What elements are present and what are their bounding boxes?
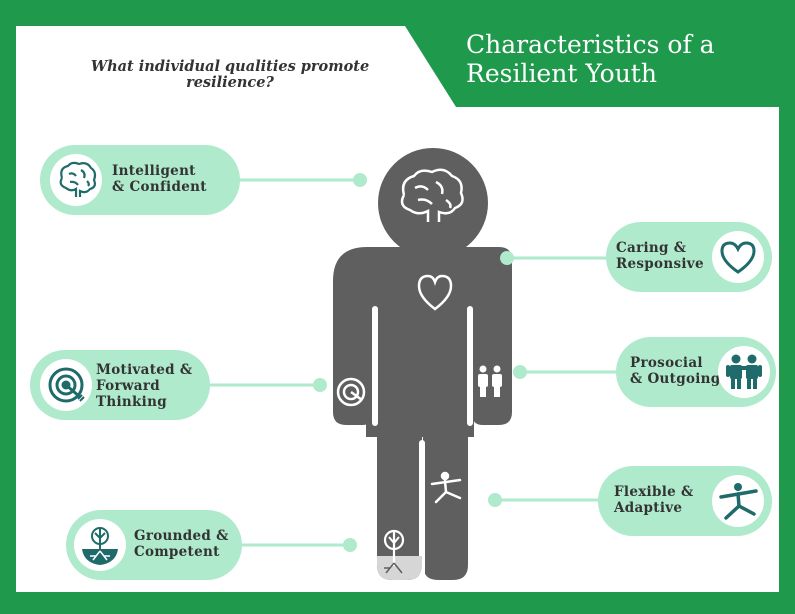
question-line-1: What individual qualities promote	[90, 58, 370, 75]
title-line-2: Resilient Youth	[466, 59, 657, 88]
question-line-2: resilience?	[186, 74, 274, 91]
quality-pill-flexible: Flexible & Adaptive	[598, 466, 772, 536]
title-banner	[405, 26, 779, 107]
target-badge	[40, 359, 92, 411]
quality-pill-grounded: Grounded & Competent	[66, 510, 242, 580]
figure-sprout-icon	[377, 529, 422, 580]
heart-icon	[720, 241, 756, 274]
quality-pill-intelligent: Intelligent & Confident	[40, 145, 240, 215]
yoga-figure-icon	[719, 483, 758, 520]
quality-label: Intelligent & Confident	[112, 163, 207, 195]
sprout-badge	[74, 519, 126, 571]
quality-pill-prosocial: Prosocial & Outgoing	[616, 337, 776, 407]
quality-pill-caring: Caring & Responsive	[606, 222, 772, 292]
quality-label: Caring & Responsive	[616, 240, 704, 272]
page-title: Characteristics of a Resilient Youth	[466, 30, 715, 88]
people-icon	[726, 354, 762, 389]
target-icon	[48, 367, 85, 403]
figure-heart-icon	[417, 274, 453, 311]
quality-label: Flexible & Adaptive	[614, 484, 694, 516]
quality-label: Motivated & Forward Thinking	[96, 362, 193, 410]
heart-badge	[712, 231, 764, 283]
figure-yoga-icon	[430, 471, 462, 504]
figure-target-icon	[336, 377, 366, 407]
quality-pill-motivated: Motivated & Forward Thinking	[30, 350, 210, 420]
question-text: What individual qualities promote resili…	[40, 59, 420, 91]
brain-badge	[50, 154, 102, 206]
figure-people-icon	[478, 365, 502, 397]
quality-label: Prosocial & Outgoing	[630, 355, 721, 387]
yoga-badge	[712, 475, 764, 527]
quality-label: Grounded & Competent	[134, 528, 229, 560]
title-line-1: Characteristics of a	[466, 30, 715, 59]
people-badge	[718, 346, 770, 398]
sprout-icon	[82, 527, 118, 565]
figure-brain-icon	[400, 168, 464, 222]
brain-icon	[59, 161, 97, 197]
